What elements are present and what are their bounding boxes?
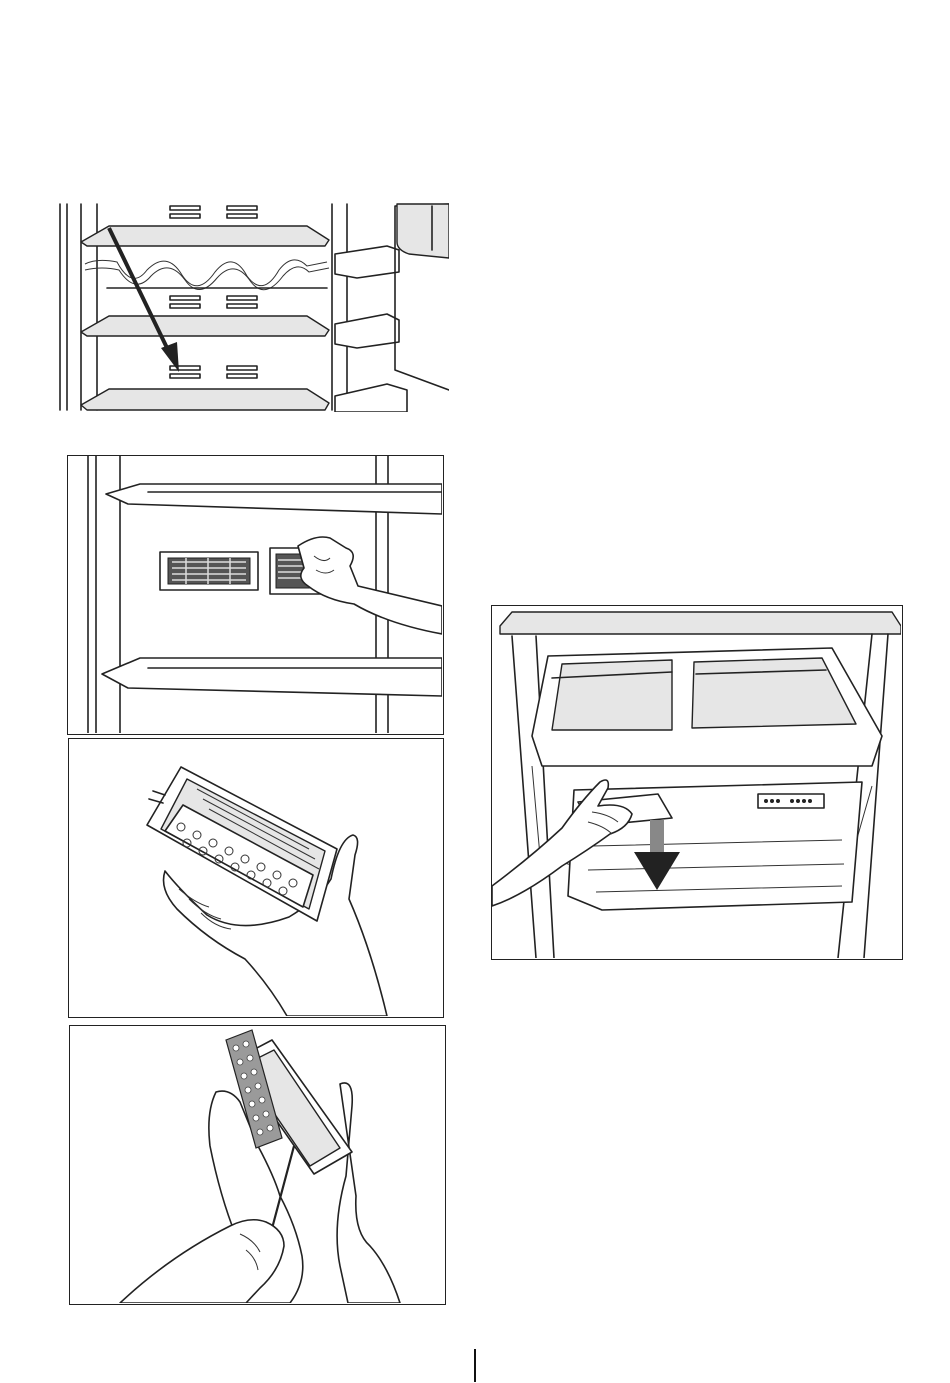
odour-filter-insert-figure (67, 455, 444, 735)
crisper-drawer-pull-figure (491, 605, 903, 960)
filter-cartridge-pry-illustration-icon (70, 1026, 444, 1303)
page-number-rule (474, 1349, 476, 1382)
filter-cartridge-open-figure (68, 738, 444, 1018)
filter-cartridge-pry-figure (69, 1025, 446, 1305)
odour-filter-insert-illustration-icon (68, 456, 442, 733)
shelf-repositioning-figure (57, 200, 449, 412)
shelf-repositioning-illustration-icon (57, 200, 449, 412)
filter-cartridge-open-illustration-icon (69, 739, 442, 1016)
crisper-drawer-pull-illustration-icon (492, 606, 901, 958)
